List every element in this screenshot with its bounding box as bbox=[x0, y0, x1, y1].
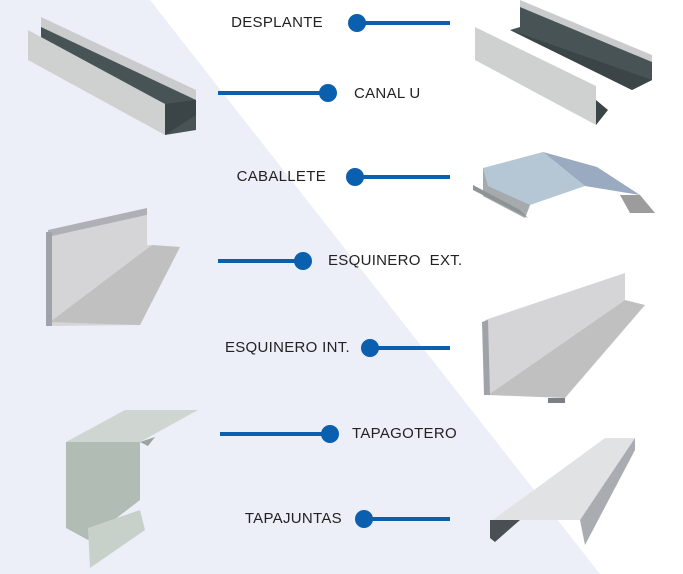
esquinero-ext-illustration bbox=[46, 208, 180, 326]
caballete-illustration bbox=[473, 152, 655, 218]
canal-u-illustration bbox=[28, 17, 196, 135]
connector-tapajuntas bbox=[355, 510, 450, 528]
desplante-illustration bbox=[475, 0, 652, 125]
connector-caballete bbox=[346, 168, 450, 186]
connector-esquinero-ext bbox=[218, 252, 312, 270]
esquinero-int-illustration bbox=[482, 273, 645, 403]
connector-desplante bbox=[348, 14, 450, 32]
tapagotero-illustration bbox=[66, 410, 198, 568]
tapajuntas-illustration bbox=[490, 438, 635, 545]
connector-tapagotero bbox=[220, 425, 339, 443]
label-esquinero-ext: ESQUINERO EXT. bbox=[328, 252, 463, 269]
label-caballete: CABALLETE bbox=[236, 168, 326, 185]
connector-esquinero-int bbox=[361, 339, 450, 357]
label-esquinero-int: ESQUINERO INT. bbox=[224, 339, 350, 356]
label-canal-u: CANAL U bbox=[354, 85, 421, 102]
label-tapajuntas: TAPAJUNTAS bbox=[244, 510, 342, 527]
connector-canal-u bbox=[218, 84, 337, 102]
label-desplante: DESPLANTE bbox=[231, 14, 323, 31]
label-tapagotero: TAPAGOTERO bbox=[352, 425, 457, 442]
